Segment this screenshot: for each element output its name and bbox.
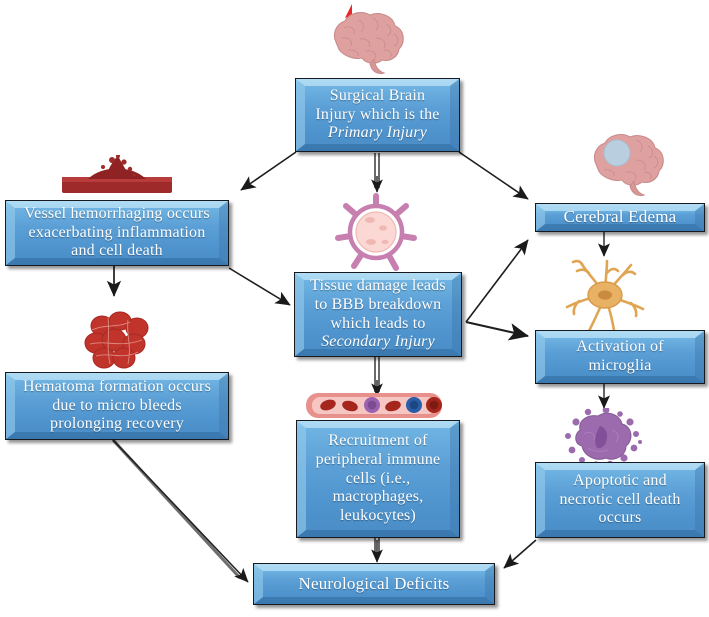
- primary-injury-line-3: Primary Injury: [327, 124, 428, 142]
- microglia-line-1: Activation of: [576, 338, 664, 356]
- cerebral-edema-label: Cerebral Edema: [563, 207, 677, 227]
- blood-vessel-immune-cells-icon: [304, 388, 444, 424]
- immune-recruitment-line-3: cells (i.e.,: [345, 469, 411, 487]
- tissue-damage-line-1: Tissue damage leads: [310, 276, 446, 294]
- bbb-cell-icon: [330, 190, 422, 276]
- edge-vessel-to-tissue: [228, 267, 291, 306]
- edge-celldeath-to-deficits: [503, 539, 537, 569]
- edge-tissue-to-microglia: [465, 320, 530, 341]
- primary-injury-line-2: Injury which is the: [315, 105, 440, 123]
- blood-clot-icon: [84, 310, 154, 372]
- node-cell-death[interactable]: Apoptotic and necrotic cell death occurs: [535, 462, 705, 538]
- tissue-damage-line-4: Secondary Injury: [321, 333, 435, 351]
- node-vessel-hemorrhage[interactable]: Vessel hemorrhaging occurs exacerbating …: [5, 200, 229, 266]
- tissue-damage-line-2: to BBB breakdown: [314, 295, 442, 313]
- brain-edema-icon: [584, 126, 674, 198]
- node-microglia[interactable]: Activation of microglia: [535, 330, 705, 384]
- edge-tissue-to-edema: [465, 239, 529, 323]
- node-primary-injury[interactable]: Surgical Brain Injury which is the Prima…: [295, 78, 460, 152]
- neurological-deficits-label: Neurological Deficits: [298, 573, 450, 593]
- node-cerebral-edema[interactable]: Cerebral Edema: [535, 203, 705, 232]
- hematoma-line-1: Hematoma formation occurs: [22, 377, 212, 395]
- node-immune-recruitment[interactable]: Recruitment of peripheral immune cells (…: [296, 420, 460, 538]
- edge-primary-to-tissue: [371, 153, 383, 193]
- hematoma-line-3: prolonging recovery: [50, 415, 184, 433]
- immune-recruitment-line-4: macrophages,: [332, 488, 424, 506]
- brain-with-lightning-icon: [318, 2, 414, 76]
- tissue-damage-line-3: which leads to: [330, 314, 426, 332]
- immune-recruitment-line-1: Recruitment of: [328, 431, 428, 449]
- vessel-hemorrhage-line-1: Vessel hemorrhaging occurs: [24, 204, 210, 222]
- edge-hematoma-to-deficits: [111, 438, 249, 583]
- neuron-icon: [555, 257, 655, 339]
- cell-death-line-3: occurs: [598, 509, 642, 527]
- immune-recruitment-line-5: leukocytes): [340, 507, 416, 525]
- edge-primary-to-edema: [458, 151, 529, 200]
- hemorrhaging-vessel-icon: [58, 155, 176, 197]
- primary-injury-line-1: Surgical Brain: [329, 86, 426, 104]
- apoptotic-cell-icon: [562, 408, 644, 470]
- vessel-hemorrhage-line-2: exacerbating inflammation: [28, 223, 206, 241]
- node-neurological-deficits[interactable]: Neurological Deficits: [253, 563, 495, 605]
- edge-primary-to-vessel: [240, 151, 297, 191]
- cell-death-line-2: necrotic cell death: [559, 490, 681, 508]
- cell-death-line-1: Apoptotic and: [573, 471, 667, 489]
- immune-recruitment-line-2: peripheral immune: [315, 450, 441, 468]
- edge-immune-to-deficits: [371, 538, 383, 563]
- hematoma-line-2: due to micro bleeds: [52, 396, 182, 414]
- microglia-line-2: microglia: [588, 357, 652, 374]
- node-hematoma[interactable]: Hematoma formation occurs due to micro b…: [5, 372, 229, 440]
- node-tissue-damage[interactable]: Tissue damage leads to BBB breakdown whi…: [294, 272, 462, 357]
- vessel-hemorrhage-line-3: and cell death: [71, 242, 163, 260]
